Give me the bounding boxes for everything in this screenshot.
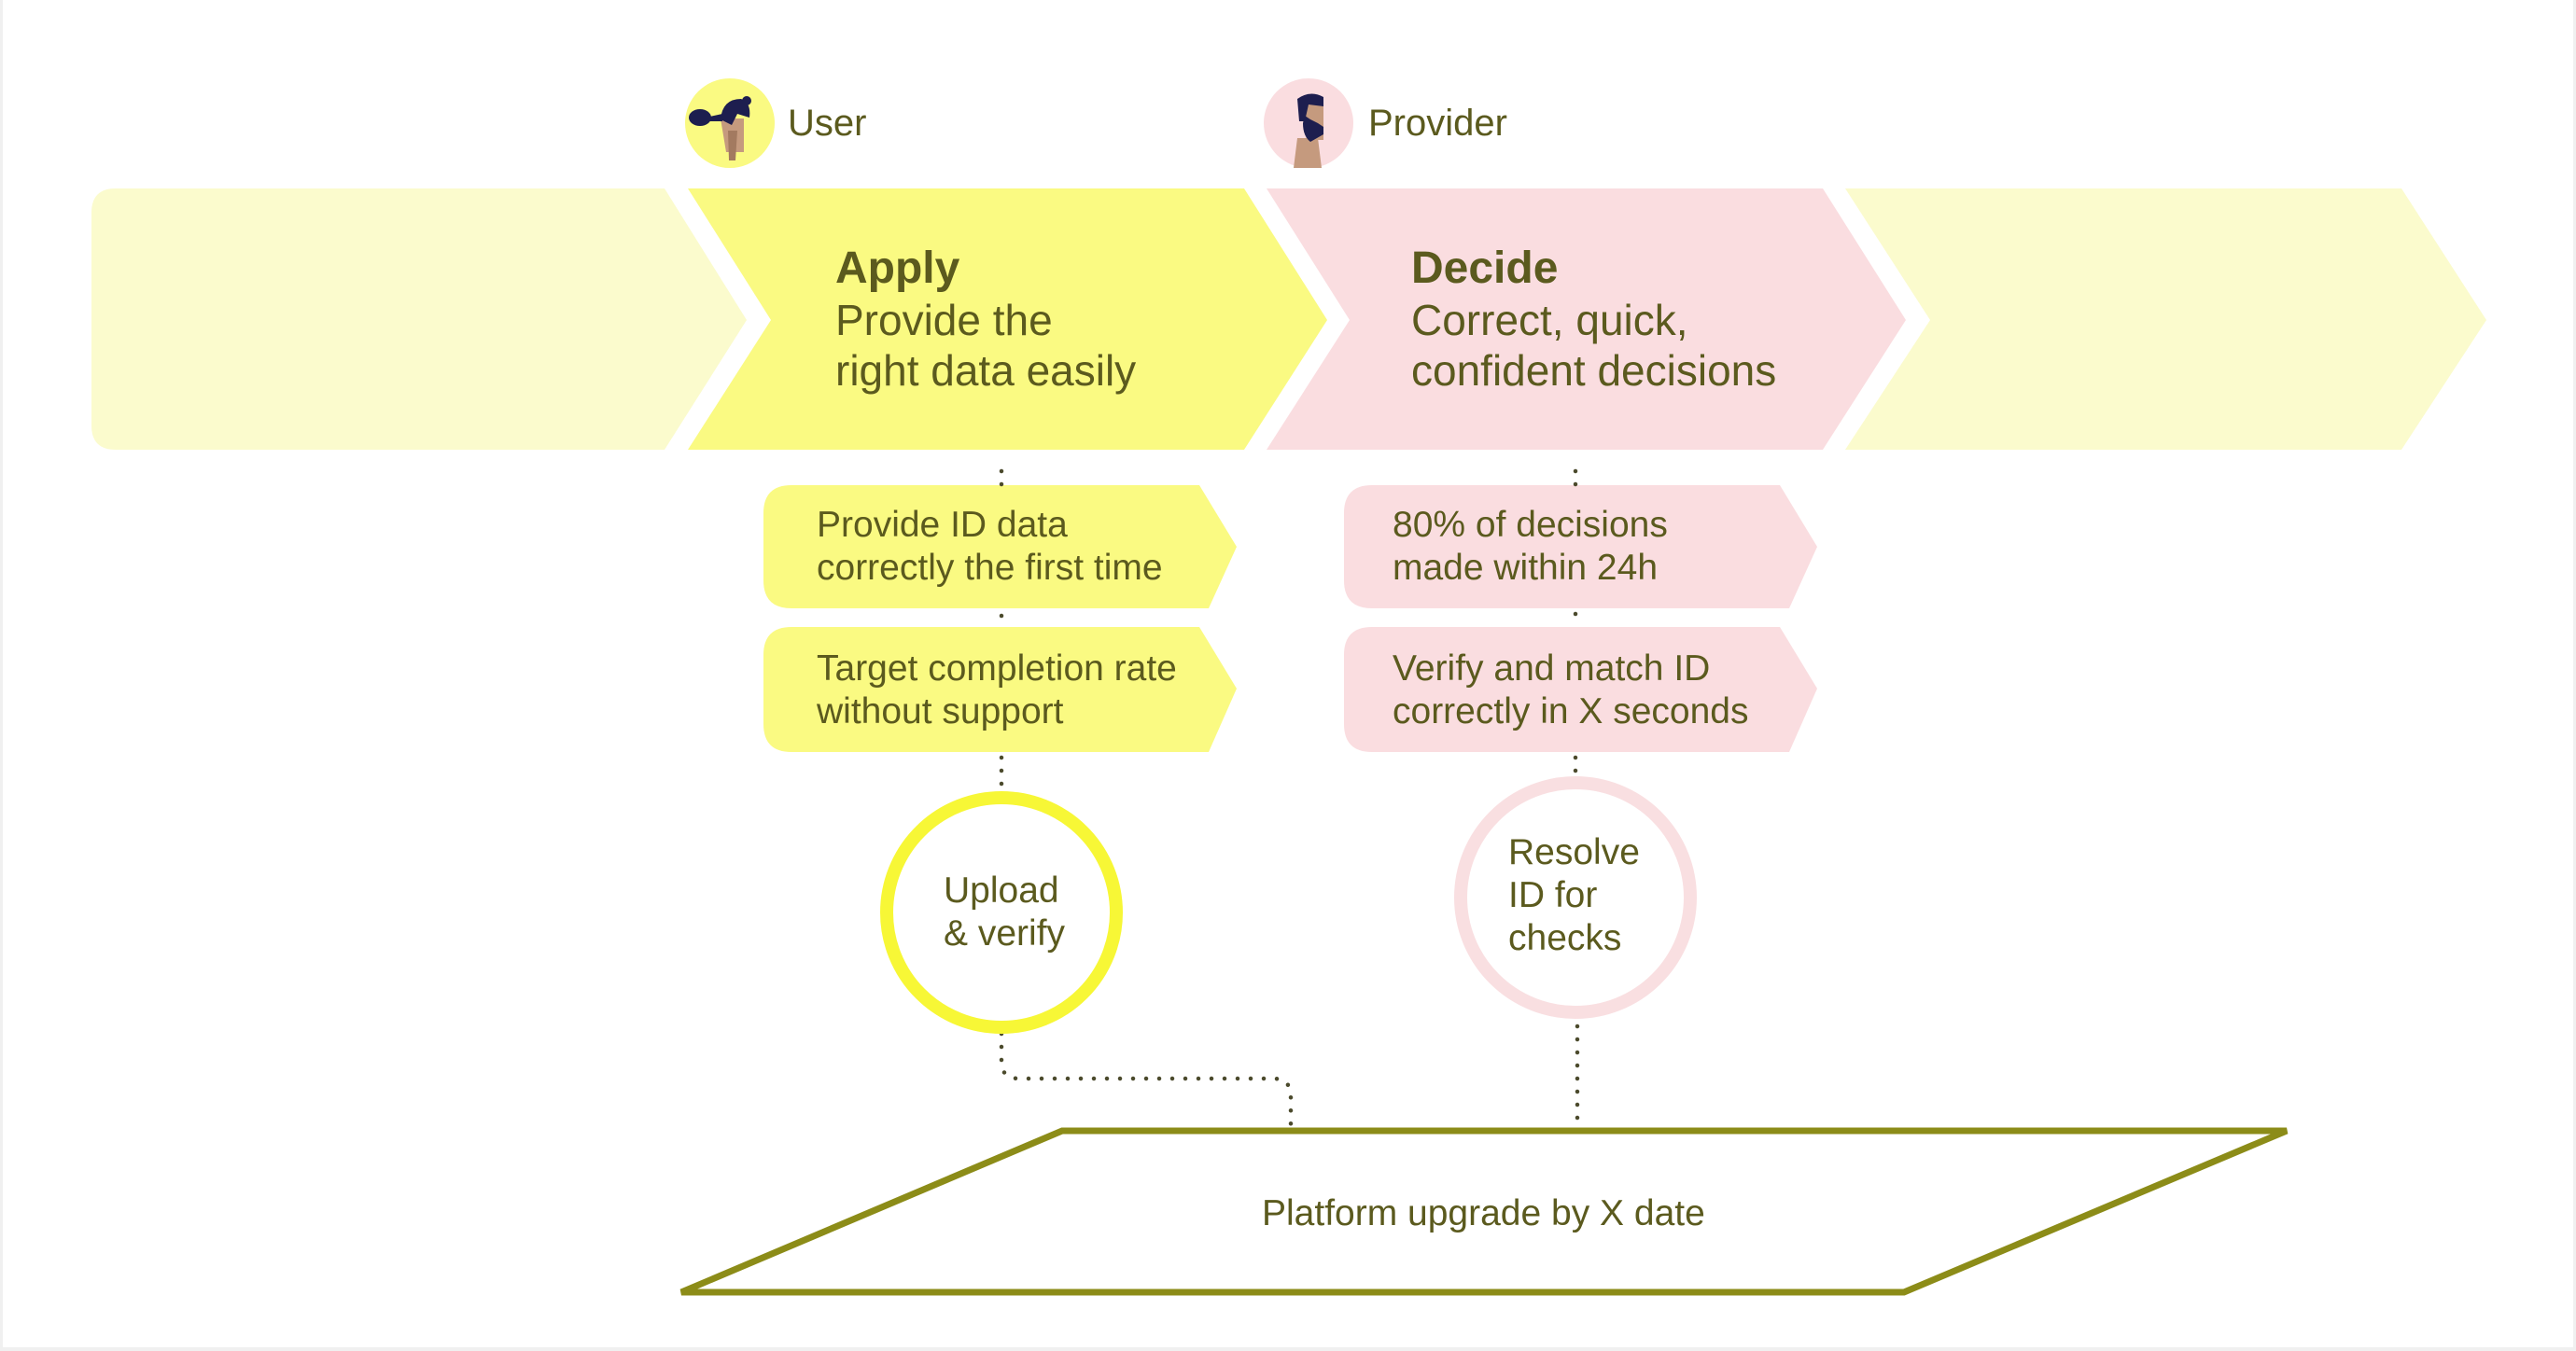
stage-apply-title: Apply <box>835 244 960 293</box>
stage-decide-title: Decide <box>1411 244 1559 293</box>
stage-band <box>91 188 2486 450</box>
decide-card-2-shape <box>1344 627 1817 752</box>
platform-label: Platform upgrade by X date <box>1262 1193 1705 1233</box>
stage-chevron-apply <box>688 188 1327 450</box>
user-avatar-icon <box>685 78 775 168</box>
apply-cards <box>763 485 1237 752</box>
resolve-circle <box>1454 776 1697 1019</box>
decide-cards <box>1344 485 1817 752</box>
user-actor-label: User <box>788 103 867 144</box>
stage-apply-description: Provide the right data easily <box>835 296 1137 395</box>
platform-shape <box>679 1127 2289 1296</box>
stage-decide: Decide Correct, quick, confident decisio… <box>1411 243 1776 396</box>
decide-card-1-shape <box>1344 485 1817 608</box>
apply-card-1: Provide ID data correctly the first time <box>817 505 1163 588</box>
apply-card-1-shape <box>763 485 1237 608</box>
stage-chevron-after <box>1845 188 2486 450</box>
dotted-connectors <box>999 468 1580 1134</box>
provider-avatar-icon <box>1264 78 1353 168</box>
upload-circle <box>880 791 1123 1034</box>
decide-card-1: 80% of decisions made within 24h <box>1393 505 1668 588</box>
stage-chevron-decide <box>1267 188 1906 450</box>
stage-decide-description: Correct, quick, confident decisions <box>1411 296 1777 395</box>
stage-chevron-before <box>91 188 747 450</box>
resolve-circle-label: Resolve ID for checks <box>1508 832 1640 958</box>
decide-card-2: Verify and match ID correctly in X secon… <box>1393 648 1749 731</box>
upload-circle-label: Upload & verify <box>944 870 1066 954</box>
provider-actor-label: Provider <box>1368 103 1507 144</box>
connector-upload-platform <box>999 1031 1294 1134</box>
apply-card-2: Target completion rate without support <box>817 648 1177 731</box>
stage-apply: Apply Provide the right data easily <box>835 243 1136 396</box>
apply-card-2-shape <box>763 627 1237 752</box>
